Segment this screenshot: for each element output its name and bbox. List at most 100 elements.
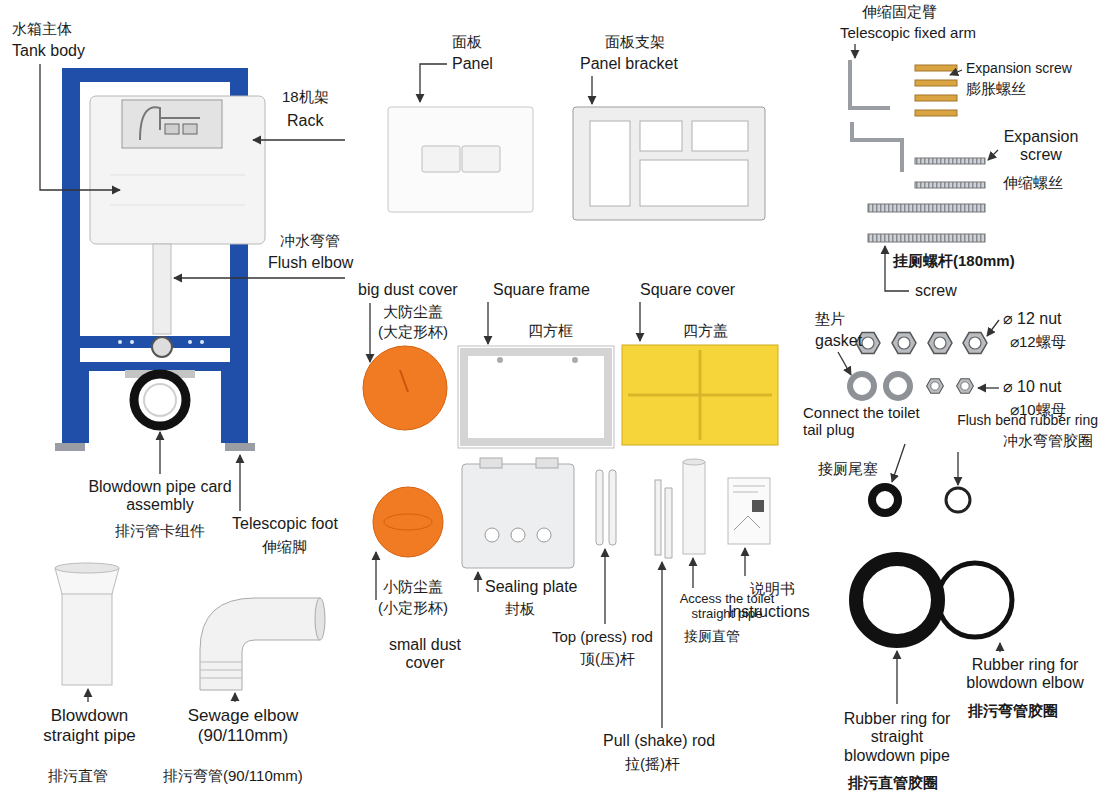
flush-elbow <box>152 337 172 357</box>
part-label: Rubber ring for straight blowdown pipe <box>838 710 956 765</box>
part-label: 排污弯管(90/110mm) <box>163 767 303 784</box>
part-label: ⌀12螺母 <box>1010 333 1066 350</box>
gasket <box>886 374 910 398</box>
pull-rod <box>655 480 661 555</box>
part-label: 冲水弯管胶圈 <box>1003 432 1093 449</box>
square-frame <box>464 352 608 442</box>
part-label: Square cover <box>640 281 735 299</box>
part-label: Rack <box>287 112 323 130</box>
leader-line <box>999 643 1000 652</box>
tank-body <box>110 175 245 176</box>
sewage-elbow <box>200 670 242 671</box>
part-label: Square frame <box>493 281 590 299</box>
leader-line <box>234 693 235 702</box>
leader-line <box>591 76 592 104</box>
part-label: 说明书 <box>750 580 795 597</box>
blowdown-pipe-card <box>125 370 195 426</box>
panel-bracket <box>573 107 765 220</box>
leader-line <box>838 352 851 375</box>
leader-line <box>375 552 376 600</box>
part-label: Panel bracket <box>580 55 678 73</box>
toilet-straight-pipe <box>683 459 705 554</box>
nut <box>957 379 974 394</box>
instruction-sheet <box>734 516 760 530</box>
square-cover <box>622 345 778 445</box>
part-label: (大定形杯) <box>378 323 448 340</box>
flush-elbow <box>153 244 171 334</box>
nut <box>963 333 987 354</box>
part-label: screw <box>915 282 957 300</box>
part-label: 小防尘盖 <box>383 578 443 595</box>
blowdown-straight-pipe <box>55 563 119 685</box>
leader-line <box>174 277 345 278</box>
telescopic-arm <box>850 60 890 108</box>
leader-line <box>159 432 160 474</box>
tank-body <box>90 96 265 244</box>
tank-body <box>110 205 245 206</box>
expansion-screw <box>915 95 957 101</box>
part-label: 伸缩固定臂 <box>862 3 937 20</box>
part-label: 排污直管胶圈 <box>848 774 938 791</box>
toilet-straight-pipe <box>683 462 705 554</box>
panel-bracket <box>692 121 748 151</box>
part-label: Telescopic foot <box>232 515 338 533</box>
part-label: Tank body <box>12 42 85 60</box>
top-rod <box>609 470 616 545</box>
telescopic-foot <box>55 443 255 451</box>
rack-frame <box>130 340 134 344</box>
leader-line <box>369 303 370 362</box>
rack-frame <box>221 371 230 443</box>
sealing-plate <box>511 528 525 542</box>
rack-frame <box>62 68 80 443</box>
telescopic-screw <box>915 182 985 188</box>
leader-line <box>892 444 905 482</box>
tank-body <box>90 96 265 244</box>
square-frame <box>572 357 578 363</box>
part-label: small dust cover <box>380 636 470 673</box>
sewage-elbow <box>200 598 325 690</box>
part-label: Blowdown pipe card assembly <box>88 478 232 515</box>
sealing-plate <box>536 458 558 468</box>
telescopic-foot <box>55 443 85 451</box>
rack-frame <box>62 68 248 82</box>
part-label: 挂厕螺杆(180mm) <box>893 252 1015 269</box>
toilet-screw-rod <box>868 234 985 242</box>
rubber-ring <box>946 488 970 512</box>
part-label: Sealing plate <box>485 578 578 596</box>
toilet-screw-rod <box>868 204 985 242</box>
part-label: Flush bend rubber ring <box>957 412 1098 428</box>
rubber-ring <box>856 559 938 641</box>
leader-line <box>87 689 88 702</box>
top-rod <box>596 470 616 545</box>
part-label: Flush elbow <box>268 254 353 272</box>
part-label: 伸缩螺丝 <box>1003 174 1063 191</box>
instruction-sheet <box>752 500 764 512</box>
sewage-elbow <box>315 598 325 640</box>
sealing-plate <box>462 458 574 568</box>
pull-rod <box>655 480 672 558</box>
part-label: big dust cover <box>358 281 458 299</box>
part-label: Connect the toilet tail plug <box>803 404 925 439</box>
part-label: 垫片 <box>815 310 845 327</box>
flush-panel <box>462 146 500 172</box>
tank-body <box>165 124 179 134</box>
part-label: 封板 <box>505 600 535 617</box>
square-frame <box>497 357 503 363</box>
leader-line <box>661 562 662 728</box>
part-label: Telescopic fixed arm <box>840 24 976 41</box>
sealing-plate <box>537 528 551 542</box>
sewage-elbow <box>200 662 242 663</box>
blowdown-straight-pipe <box>62 590 112 685</box>
leader-line <box>978 387 999 388</box>
part-label: 顶(压)杆 <box>580 650 635 667</box>
leader-line <box>239 455 240 511</box>
expansion-screw <box>915 80 957 86</box>
part-label: 面板 <box>452 33 482 50</box>
dust-cover <box>384 514 432 530</box>
instruction-sheet <box>733 492 758 493</box>
square-frame <box>458 346 614 448</box>
flush-panel <box>422 146 460 172</box>
part-label: gasket <box>815 332 862 350</box>
part-label: Blowdown straight pipe <box>32 706 147 745</box>
leader-line <box>987 320 999 336</box>
